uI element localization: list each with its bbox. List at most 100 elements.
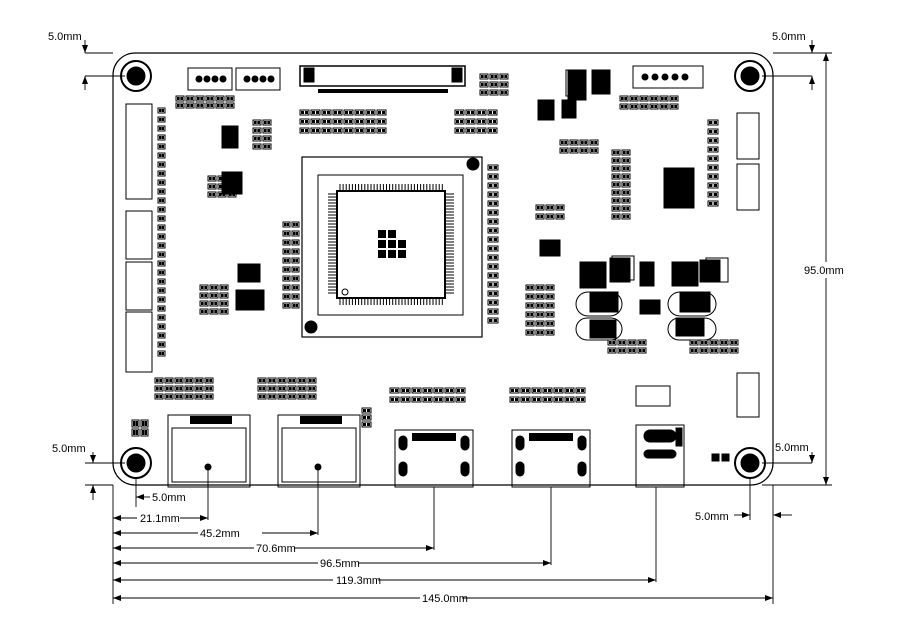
smd-pad	[297, 385, 307, 392]
smd-pad	[531, 387, 542, 394]
smd-pad	[277, 385, 287, 392]
smd-pad	[621, 157, 631, 164]
smd-pad	[291, 302, 300, 309]
smd-pad	[659, 103, 669, 110]
smd-pad	[454, 127, 465, 134]
component-block	[699, 259, 721, 283]
smd-pad	[564, 396, 575, 403]
smd-pad	[157, 116, 166, 123]
smd-pad	[476, 127, 487, 134]
smd-pad	[535, 204, 545, 211]
smd-pad	[287, 377, 297, 384]
smd-pad	[219, 284, 229, 291]
smd-pad	[277, 393, 287, 400]
smd-pad	[157, 233, 166, 240]
smd-pad	[207, 191, 217, 198]
smd-pad	[332, 109, 343, 116]
smd-pad	[589, 147, 599, 154]
diode-box	[705, 257, 729, 283]
smd-pad	[617, 347, 627, 354]
smd-pad	[267, 393, 277, 400]
smd-pad	[621, 181, 631, 188]
smd-pad	[354, 127, 365, 134]
smd-pad	[619, 103, 629, 110]
smd-pad	[194, 377, 204, 384]
smd-pad	[157, 350, 166, 357]
smd-pad	[174, 377, 184, 384]
smd-pad	[707, 191, 719, 198]
smd-pad	[157, 170, 166, 177]
smd-pad	[621, 205, 631, 212]
smd-pad	[297, 393, 307, 400]
smd-pad	[157, 107, 166, 114]
smd-pad	[569, 139, 579, 146]
smd-pad	[422, 396, 433, 403]
smd-pad	[433, 387, 444, 394]
dimension-labels: 5.0mm 5.0mm 95.0mm 5.0mm 5.0mm 5.0mm 5.0…	[48, 31, 844, 605]
smd-pad	[365, 109, 376, 116]
smd-pad	[157, 134, 166, 141]
smd-pad	[487, 218, 499, 225]
smd-pad	[262, 127, 272, 134]
component-block	[237, 263, 261, 283]
smd-pad	[621, 189, 631, 196]
smd-pad	[479, 81, 489, 88]
smd-pad	[252, 135, 262, 142]
smd-pad	[559, 139, 569, 146]
smd-pad	[707, 128, 719, 135]
bottom-port-5	[635, 424, 685, 488]
smd-pad	[207, 175, 217, 182]
smd-pad	[321, 127, 332, 134]
smd-pad	[487, 281, 499, 288]
dim-label-hole-right-x: 5.0mm	[695, 511, 729, 523]
smd-pad	[174, 393, 184, 400]
component-block	[579, 261, 607, 289]
dimension-arrows	[82, 45, 829, 601]
smd-pad	[444, 396, 455, 403]
smd-pad	[157, 125, 166, 132]
smd-pad	[157, 287, 166, 294]
bottom-port-3	[394, 429, 474, 488]
smd-pad	[555, 204, 565, 211]
smd-pad	[321, 109, 332, 116]
smd-pad	[400, 387, 411, 394]
smd-pad	[499, 73, 509, 80]
smd-pad	[611, 181, 621, 188]
smd-pad	[699, 347, 709, 354]
smd-pad	[689, 347, 699, 354]
smd-pad	[291, 239, 300, 246]
smd-pad	[487, 227, 499, 234]
smd-pad	[535, 284, 545, 291]
smd-pad	[707, 182, 719, 189]
smd-pad	[422, 387, 433, 394]
smd-pad	[365, 118, 376, 125]
smd-pad	[611, 213, 621, 220]
smd-pad	[204, 377, 214, 384]
smd-pad	[611, 173, 621, 180]
top-connector-3	[632, 65, 704, 89]
smd-pad	[157, 143, 166, 150]
smd-pad	[707, 155, 719, 162]
smd-pad	[157, 332, 166, 339]
smd-pad	[444, 387, 455, 394]
dim-label-45: 45.2mm	[200, 528, 240, 540]
component-block	[537, 99, 555, 121]
smd-pad	[157, 242, 166, 249]
smd-pad	[535, 329, 545, 336]
top-fpc-connector	[299, 65, 466, 93]
smd-pad	[376, 109, 387, 116]
smd-pad	[553, 387, 564, 394]
smd-pad	[310, 118, 321, 125]
dim-label-96: 96.5mm	[320, 558, 360, 570]
smd-pad	[629, 103, 639, 110]
diode-box	[565, 69, 587, 97]
smd-pad	[639, 103, 649, 110]
mounting-hole-bottom-right	[734, 447, 766, 479]
smd-pad	[310, 127, 321, 134]
smd-pad	[164, 393, 174, 400]
smd-pad	[343, 118, 354, 125]
smd-pad	[354, 118, 365, 125]
smd-pad	[433, 396, 444, 403]
smd-pad	[545, 204, 555, 211]
smd-pad	[455, 387, 466, 394]
